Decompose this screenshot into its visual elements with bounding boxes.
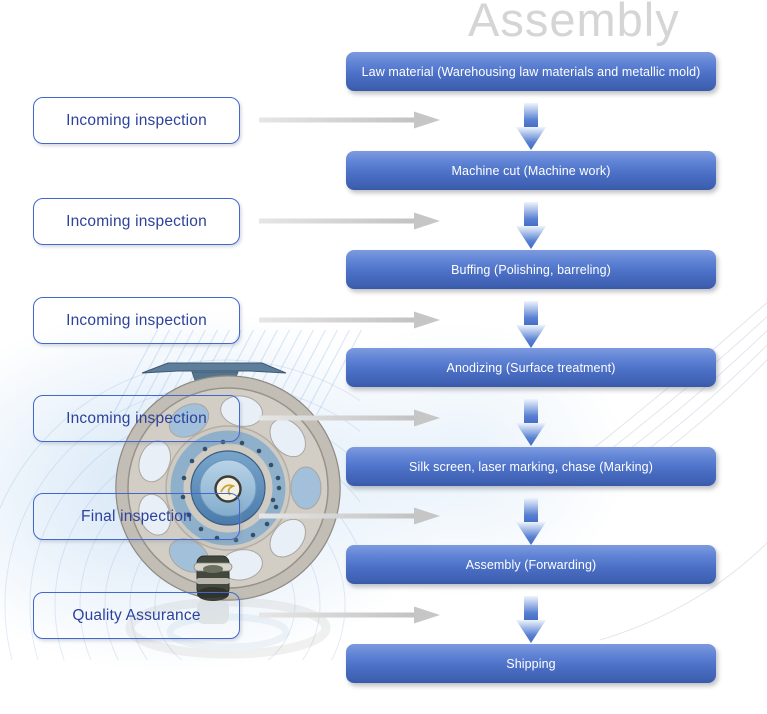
step-box-anodizing: Anodizing (Surface treatment) <box>346 348 716 387</box>
right-arrow-icon <box>259 111 440 129</box>
inspection-box-5: Final inspection <box>33 493 240 540</box>
step-label: Anodizing (Surface treatment) <box>446 360 616 375</box>
down-arrow-icon <box>516 498 546 545</box>
down-arrow-icon <box>516 202 546 249</box>
step-box-shipping: Shipping <box>346 644 716 683</box>
down-arrow-icon <box>516 399 546 446</box>
step-label: Assembly (Forwarding) <box>465 557 597 572</box>
step-label: Machine cut (Machine work) <box>451 163 611 178</box>
step-box-law-material: Law material (Warehousing law materials … <box>346 52 716 91</box>
down-arrow-icon <box>516 301 546 348</box>
inspection-box-1: Incoming inspection <box>33 97 240 144</box>
step-label: Law material (Warehousing law materials … <box>361 64 701 79</box>
inspection-label: Incoming inspection <box>66 409 207 427</box>
step-label: Silk screen, laser marking, chase (Marki… <box>409 459 653 474</box>
inspection-box-4: Incoming inspection <box>33 395 240 442</box>
page-title: Assembly <box>468 0 680 46</box>
step-label: Shipping <box>506 656 556 671</box>
right-arrow-icon <box>259 606 440 624</box>
inspection-label: Final inspection <box>81 507 192 525</box>
step-box-buffing: Buffing (Polishing, barreling) <box>346 250 716 289</box>
inspection-box-3: Incoming inspection <box>33 297 240 344</box>
inspection-label: Quality Assurance <box>72 606 201 624</box>
down-arrow-icon <box>516 103 546 150</box>
inspection-label: Incoming inspection <box>66 111 207 129</box>
step-box-machine-cut: Machine cut (Machine work) <box>346 151 716 190</box>
right-arrow-icon <box>259 212 440 230</box>
step-box-assembly: Assembly (Forwarding) <box>346 545 716 584</box>
inspection-label: Incoming inspection <box>66 311 207 329</box>
step-box-silk-screen: Silk screen, laser marking, chase (Marki… <box>346 447 716 486</box>
right-arrow-icon <box>259 311 440 329</box>
right-arrow-icon <box>259 409 440 427</box>
step-label: Buffing (Polishing, barreling) <box>451 262 611 277</box>
right-arrow-icon <box>259 507 440 525</box>
inspection-box-2: Incoming inspection <box>33 198 240 245</box>
inspection-label: Incoming inspection <box>66 212 207 230</box>
down-arrow-icon <box>516 596 546 643</box>
inspection-box-6: Quality Assurance <box>33 592 240 639</box>
